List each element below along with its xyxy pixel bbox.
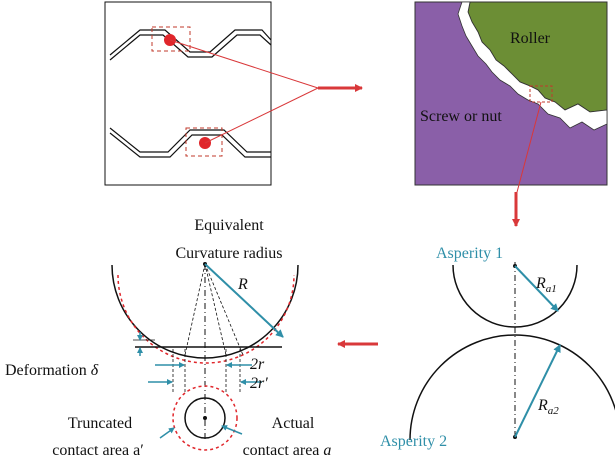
truncated-contact-circle	[172, 385, 238, 451]
asperity-detail-box	[529, 85, 553, 103]
ra1-arrow	[514, 265, 559, 312]
lower-thread-line-2	[109, 127, 271, 153]
upper-thread-line-2	[109, 34, 272, 61]
upper-detail-box	[151, 26, 191, 52]
deformation-label: Deformation δ	[5, 362, 99, 379]
upper-leader-line	[169, 39, 319, 89]
equivalent-panel: Equivalent Curvature radius R Deformatio…	[5, 217, 331, 459]
screw-label: Screw or nut	[420, 108, 502, 125]
asperity-2-label: Asperity 2	[380, 433, 447, 450]
rough-interface-band	[457, 1, 608, 131]
asperities-panel: Asperity 1 Asperity 2 Ra1 Ra2	[380, 245, 615, 450]
actual-contact-circle	[184, 397, 226, 439]
actual-label-line2: contact area a	[243, 442, 332, 459]
chord-right	[204, 263, 227, 356]
lower-thread-line-1	[109, 132, 271, 158]
equivalent-title-line2: Curvature radius	[175, 245, 282, 262]
lower-detail-box	[185, 127, 223, 157]
actual-area-arrow	[221, 425, 243, 435]
equivalent-radius-label: R	[237, 276, 248, 293]
chord-far-right	[204, 263, 244, 356]
asperity-2-arc	[409, 334, 615, 441]
upper-thread-line-1	[109, 29, 272, 56]
contact-center	[203, 416, 207, 420]
truncated-label-line1: Truncated	[68, 415, 132, 432]
ra2-arrow	[514, 344, 561, 438]
lower-leader-line	[204, 87, 319, 144]
truncated-area-arrow	[159, 427, 175, 439]
two-r-prime-label: 2r′	[250, 375, 268, 392]
deformed-profile-arc	[117, 274, 295, 364]
ra1-label: Ra1	[535, 275, 557, 295]
chord-left	[184, 263, 206, 356]
equivalent-title-line1: Equivalent	[194, 217, 264, 234]
two-r-label: 2r	[250, 356, 265, 373]
actual-label-line1: Actual	[272, 415, 315, 432]
thread-panel-frame	[104, 1, 272, 186]
asperity-1-label: Asperity 1	[436, 245, 503, 262]
thread-closeup-panel: Roller Screw or nut	[414, 1, 608, 186]
thread-profile-panel	[104, 1, 319, 186]
closeup-leader-line	[515, 101, 542, 197]
equivalent-radius-arrow	[204, 263, 284, 338]
roller-label: Roller	[510, 30, 551, 47]
ra2-label: Ra2	[537, 397, 559, 417]
truncated-label-line2: contact area a′	[52, 442, 143, 459]
